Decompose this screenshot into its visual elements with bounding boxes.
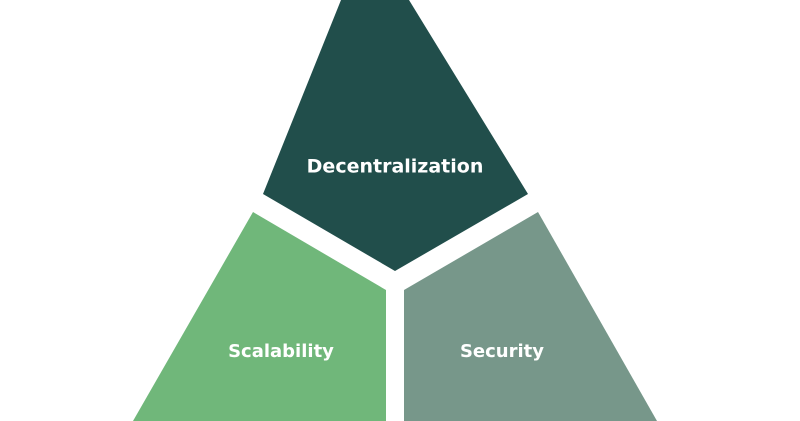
segment-decentralization-label: Decentralization xyxy=(307,156,484,178)
segment-decentralization: Decentralization xyxy=(263,0,528,271)
segment-scalability: Scalability xyxy=(133,212,386,421)
segment-scalability-shape xyxy=(133,212,386,421)
segment-security-shape xyxy=(404,212,657,421)
segment-security: Security xyxy=(404,212,657,421)
segment-scalability-label: Scalability xyxy=(228,341,334,362)
segment-decentralization-shape xyxy=(263,0,528,271)
segment-security-label: Security xyxy=(460,341,544,362)
